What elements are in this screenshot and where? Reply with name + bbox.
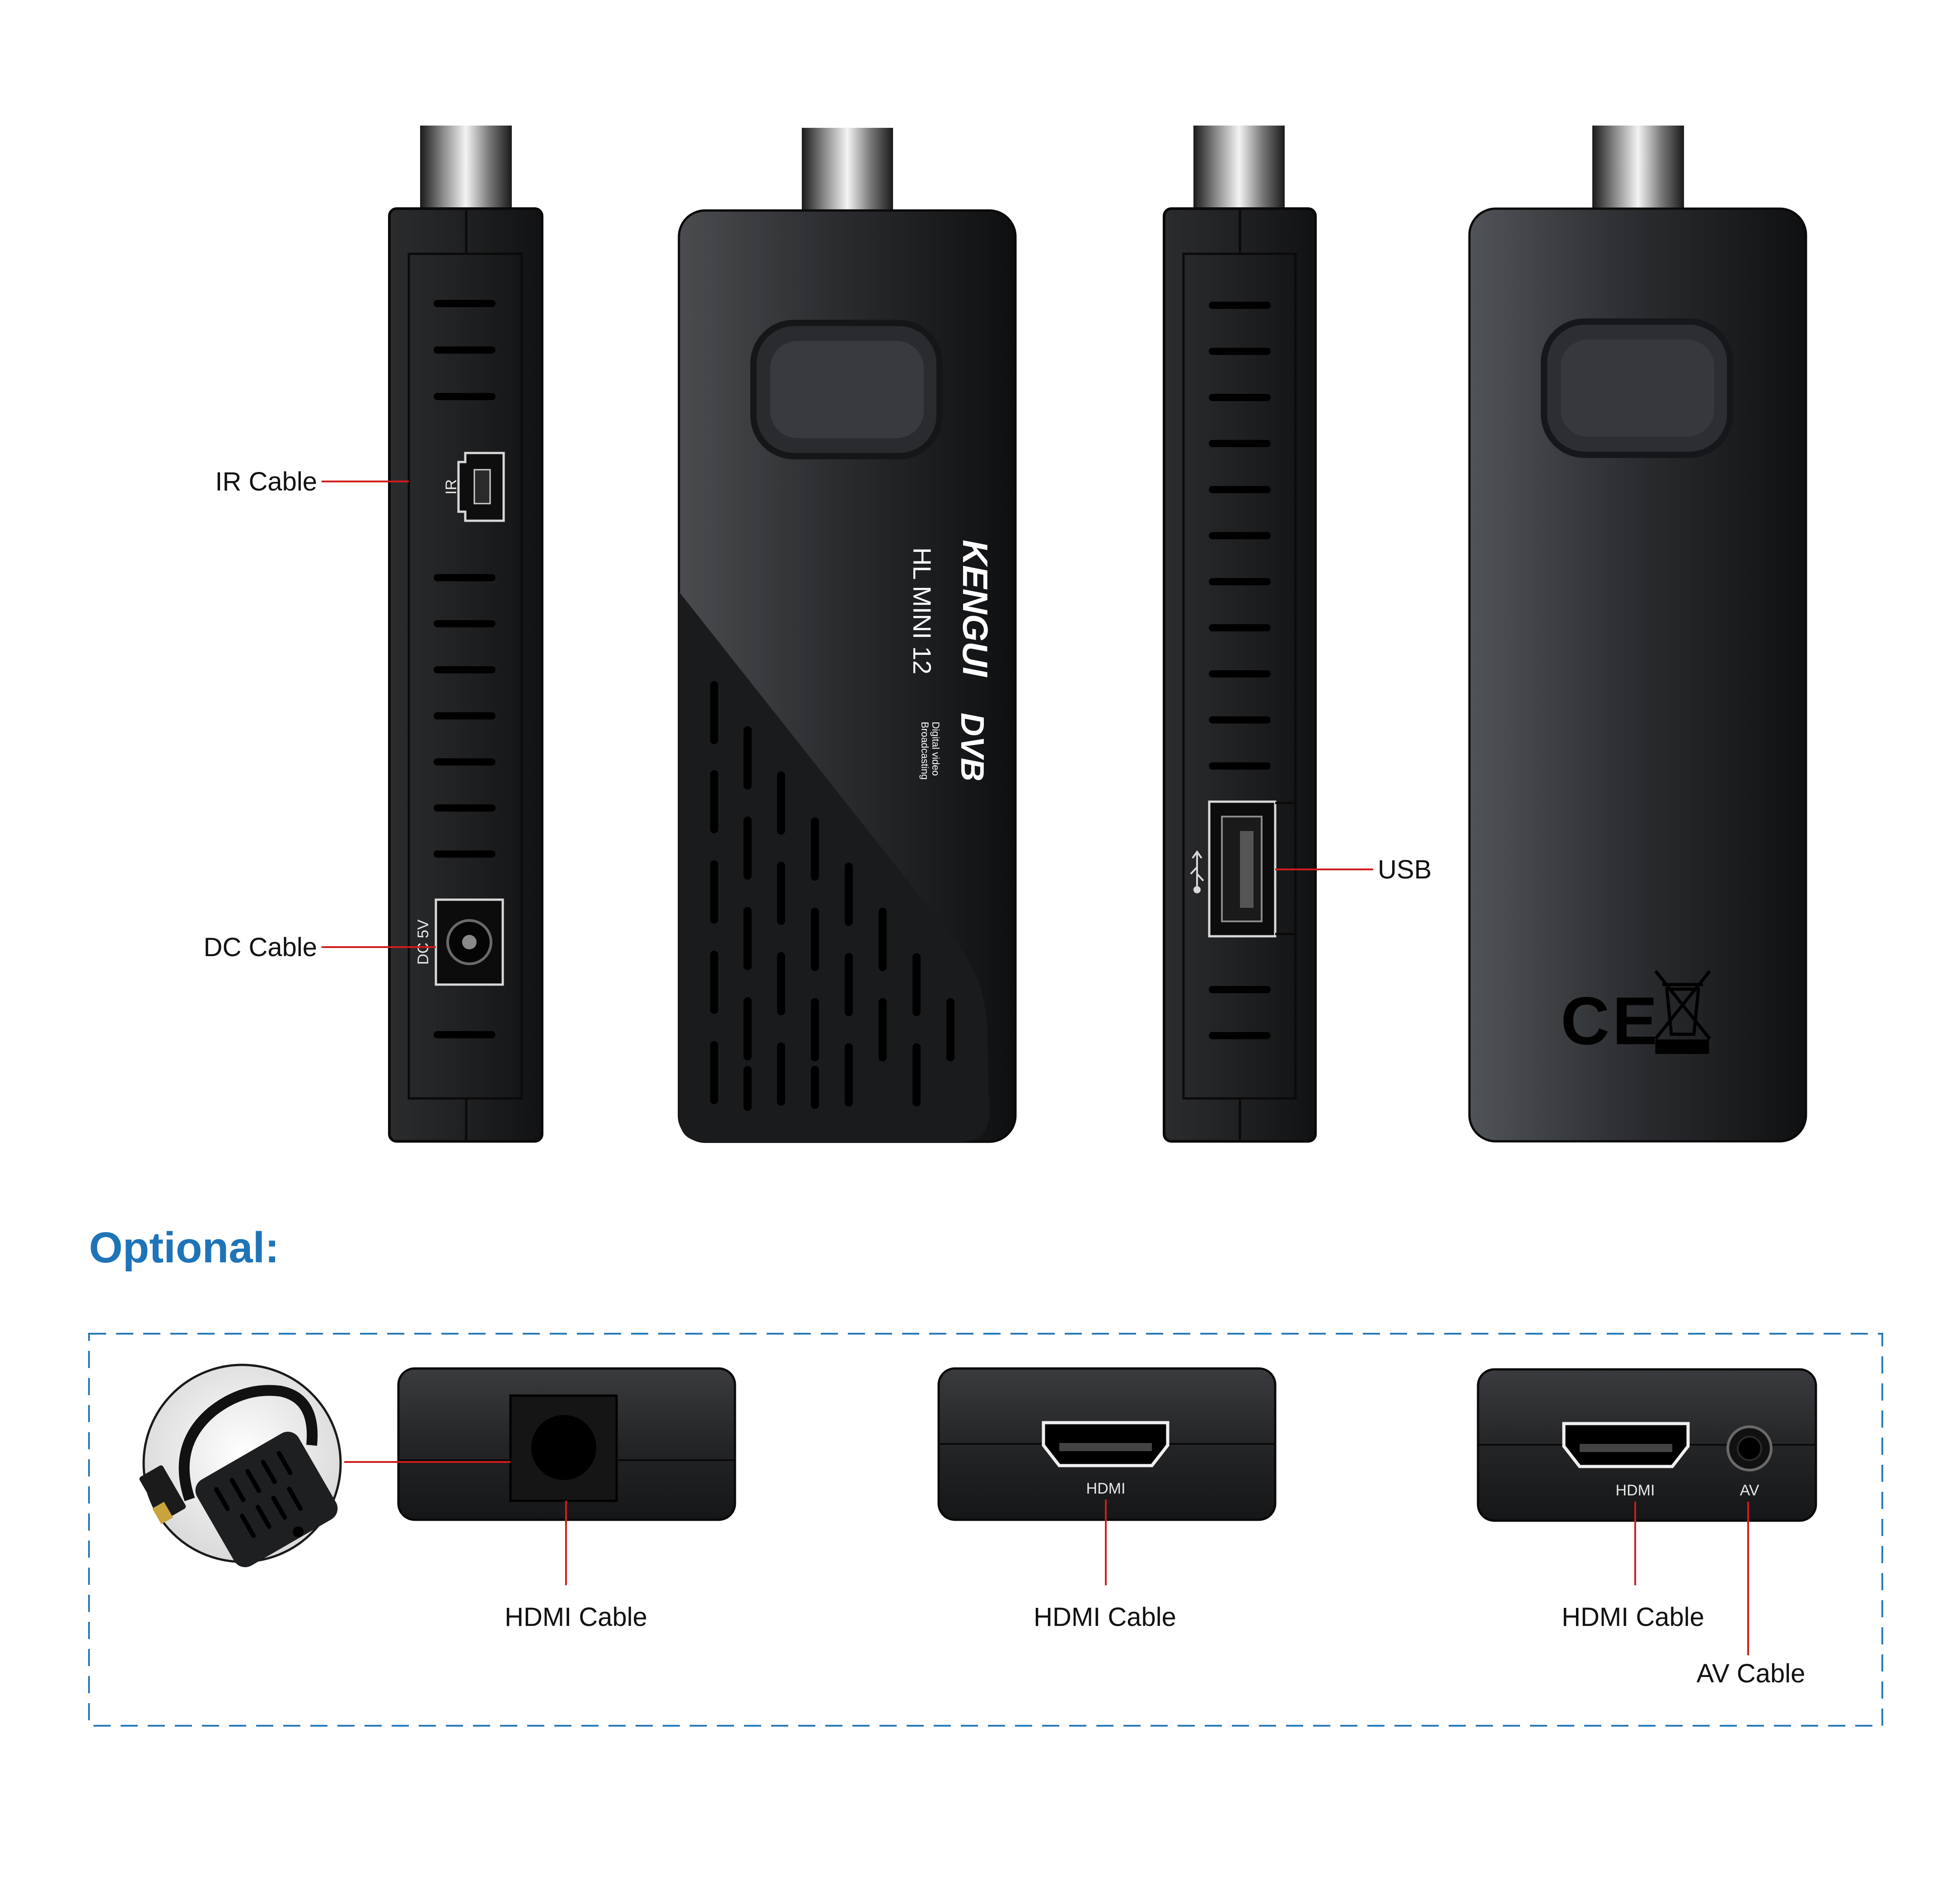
- side-view-left: IR DC 5V: [388, 126, 543, 1143]
- dvb-line2: Broadcasting: [919, 722, 931, 780]
- vent-slots: [434, 300, 496, 1038]
- antenna-connector: [420, 126, 512, 211]
- model-name: HL MINI 12: [908, 547, 936, 674]
- av-cable-label: AV Cable: [1697, 1659, 1806, 1688]
- end-view-3: HDMI AV: [1477, 1368, 1817, 1522]
- dvb-logo: DVB: [954, 713, 990, 781]
- hdmi-port-icon: [1042, 1421, 1169, 1467]
- ce-mark: CE: [1561, 983, 1660, 1059]
- vent-slots-right: [1209, 302, 1271, 1039]
- hdmi-port-label-3: HDMI: [1616, 1482, 1655, 1499]
- ir-cable-label: IR Cable: [215, 467, 317, 496]
- usb-label: USB: [1378, 855, 1431, 884]
- av-jack-icon: [1726, 1425, 1773, 1471]
- hdmi-stick-inset: [139, 1364, 342, 1568]
- dvb-line1: Digital video: [930, 722, 941, 776]
- end-view-1: [397, 1367, 736, 1521]
- hdmi-port-icon: [1562, 1422, 1690, 1468]
- brand-logo: KENGUI HL MINI 12 DVB Digital video Broa…: [908, 540, 995, 781]
- av-port-label-3: AV: [1740, 1482, 1759, 1499]
- hdmi-port-label-2: HDMI: [1086, 1480, 1126, 1497]
- hdmi-cable-label-3: HDMI Cable: [1562, 1602, 1704, 1632]
- weee-bin-icon: [1654, 970, 1711, 1054]
- hdmi-cable-label-2: HDMI Cable: [1034, 1602, 1176, 1632]
- front-vent-slots: [710, 681, 954, 1111]
- dc-cable-label: DC Cable: [204, 933, 317, 962]
- end-view-2: HDMI: [937, 1367, 1277, 1521]
- brand-name: KENGUI: [955, 540, 995, 677]
- back-view: CE: [1468, 126, 1807, 1143]
- dc-jack: DC 5V: [415, 898, 504, 986]
- ir-port: IR: [443, 452, 505, 522]
- usb-port: [1190, 800, 1297, 938]
- ir-port-label: IR: [443, 479, 460, 495]
- optional-heading: Optional:: [89, 1224, 279, 1272]
- optional-box: [88, 1333, 1883, 1727]
- dc-port-label: DC 5V: [415, 920, 432, 965]
- hdmi-cable-label-1: HDMI Cable: [505, 1602, 647, 1632]
- side-view-right: [1163, 126, 1317, 1143]
- front-view: KENGUI HL MINI 12 DVB Digital video Broa…: [678, 128, 1017, 1143]
- usb-icon: [1190, 850, 1204, 893]
